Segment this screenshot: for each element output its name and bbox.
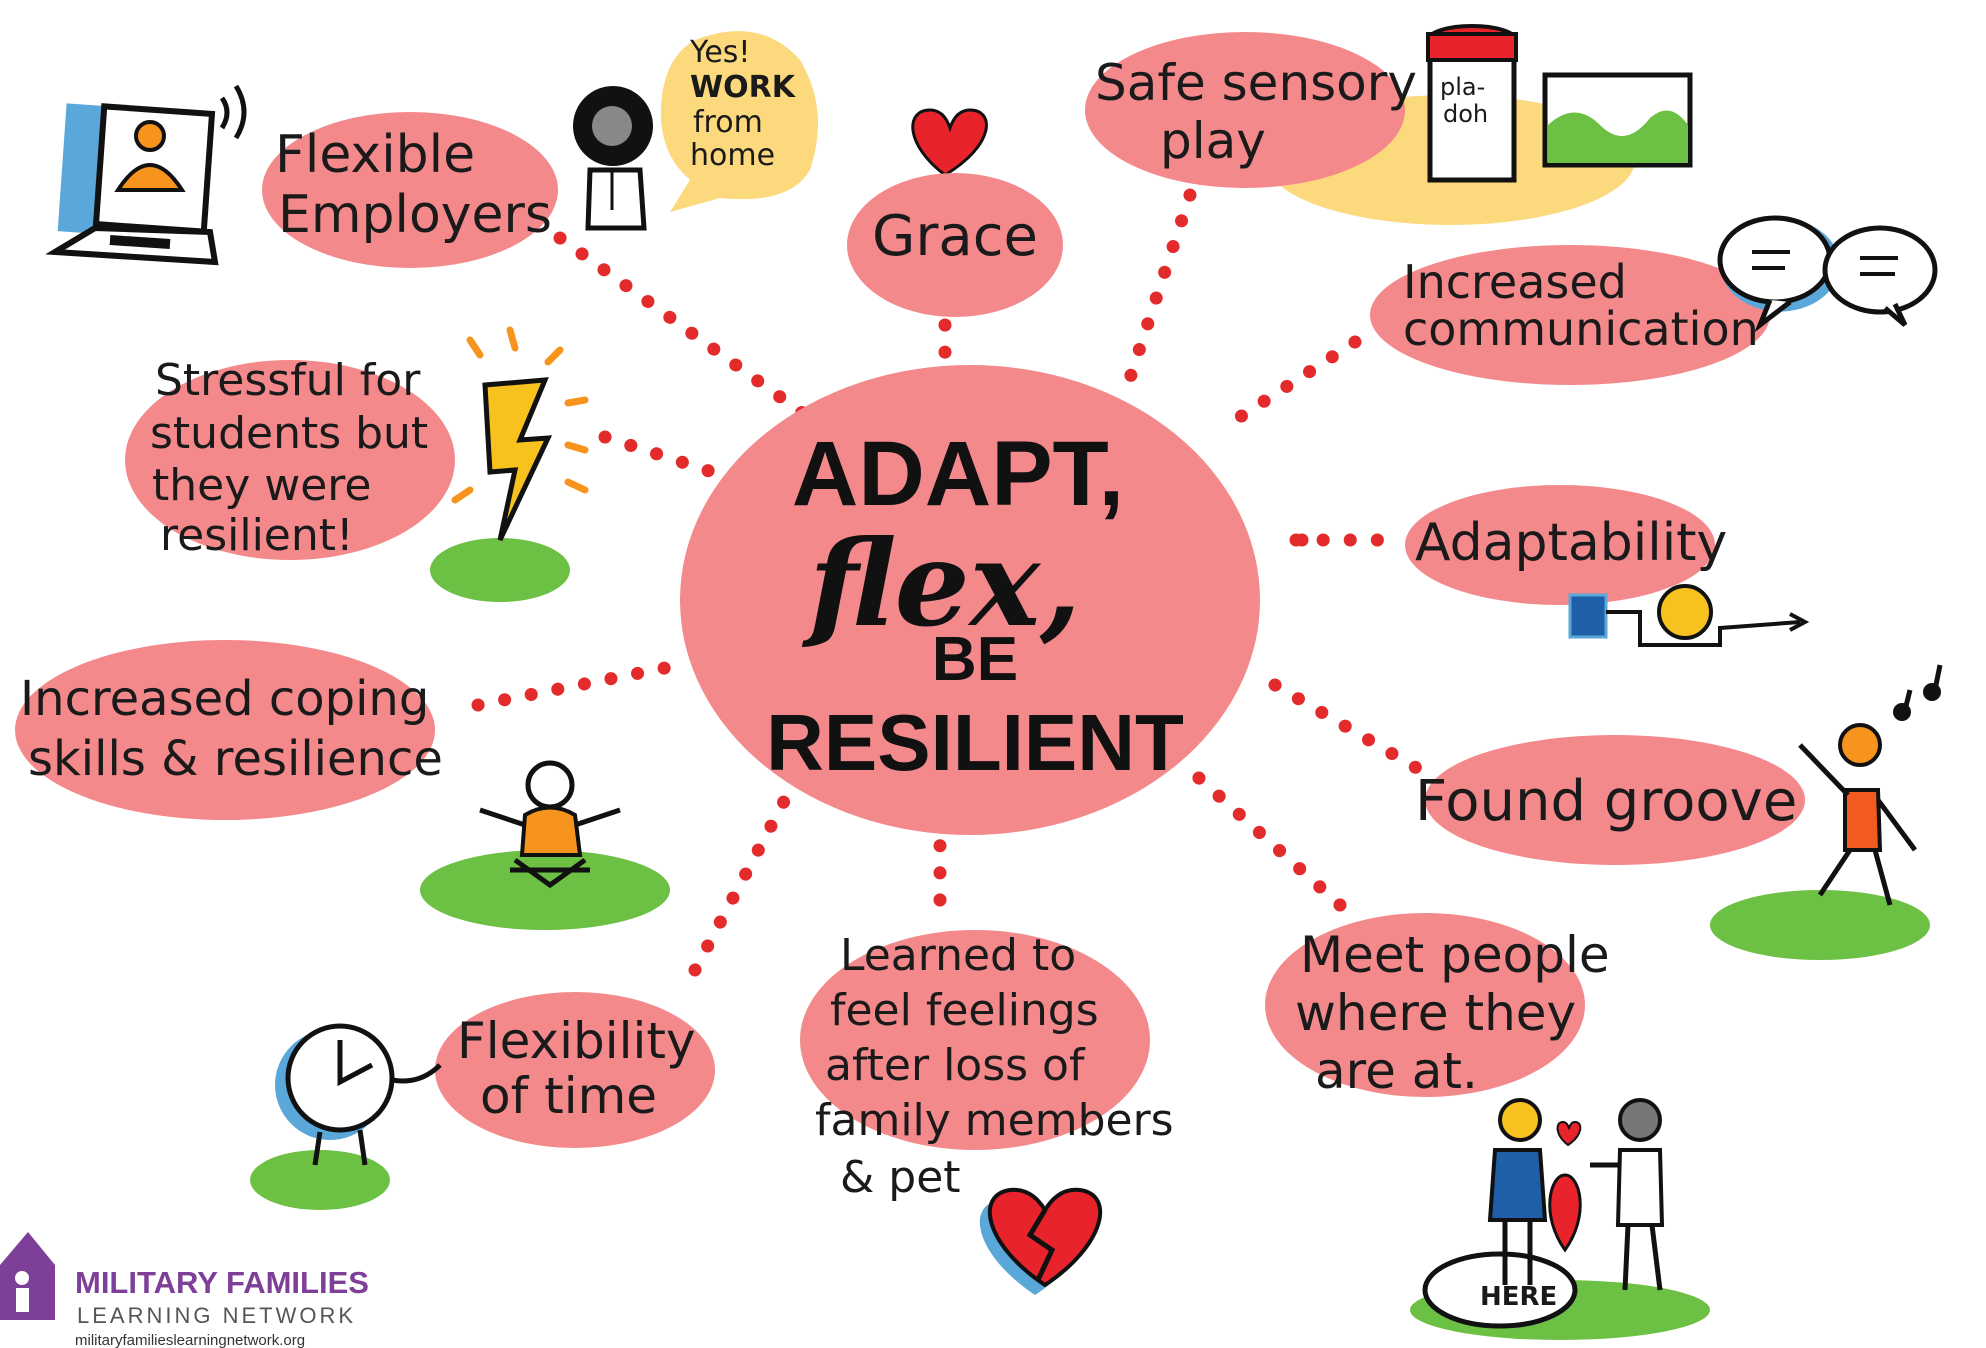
node-safe-sensory-play: Safe sensory play pla- doh — [1085, 24, 1693, 225]
central-topic: ADAPT, flex, BE RESILIENT — [680, 365, 1260, 835]
bubble-text-3: from — [693, 105, 763, 140]
label-meet-2: where they — [1295, 984, 1576, 1042]
label-communication-2: communication — [1403, 302, 1759, 356]
here-label: HERE — [1480, 1282, 1557, 1312]
label-meet-3: are at. — [1315, 1042, 1478, 1100]
worker-icon — [573, 86, 653, 231]
bubble-text-4: home — [690, 138, 775, 173]
label-flexible-employers-1: Flexible — [275, 125, 475, 185]
playdoh-label-1: pla- — [1440, 73, 1485, 101]
connector-groove — [1268, 678, 1427, 777]
label-stressful-3: they were — [152, 460, 371, 511]
node-found-groove: Found groove — [1415, 664, 1943, 960]
dancing-person-icon — [1710, 664, 1943, 960]
central-line-3: BE — [932, 625, 1018, 694]
label-learned-2: feel feelings — [830, 985, 1099, 1036]
speech-bubble-work-from-home: Yes! WORK from home — [660, 31, 818, 213]
label-learned-4: family members — [815, 1095, 1174, 1146]
broken-heart-icon — [979, 1187, 1103, 1295]
label-grace: Grace — [872, 204, 1038, 269]
logo-title: MILITARY FAMILIES — [75, 1265, 369, 1300]
slime-container-icon — [1542, 72, 1693, 168]
connector-flex-time — [688, 783, 797, 977]
bubble-flex-time — [435, 992, 715, 1148]
connector-sensory — [1123, 188, 1197, 385]
label-coping-2: skills & resilience — [28, 731, 443, 787]
connector-coping — [471, 658, 687, 712]
shape-transform-icon — [1568, 584, 1810, 647]
connector-meet — [1183, 763, 1347, 912]
label-learned-5: & pet — [840, 1152, 961, 1203]
laptop-icon — [45, 84, 247, 266]
small-heart-icon — [1556, 1120, 1582, 1147]
central-bubble — [680, 365, 1260, 835]
node-stressful: Stressful for students but they were res… — [125, 326, 589, 602]
label-adaptability: Adaptability — [1415, 513, 1727, 573]
house-people-icon — [0, 1232, 55, 1320]
node-grace: Grace — [847, 108, 1063, 317]
lightning-icon — [430, 326, 589, 602]
logo-url: militaryfamilieslearningnetwork.org — [75, 1332, 305, 1348]
label-groove: Found groove — [1415, 769, 1797, 834]
connector-flexible-employers — [553, 231, 812, 422]
label-communication-1: Increased — [1403, 255, 1627, 309]
node-flexible-employers: Flexible Employers Yes! WORK from home — [45, 31, 818, 268]
connector-stressful — [598, 430, 759, 492]
label-flexible-employers-2: Employers — [278, 185, 552, 245]
bubble-text-2: WORK — [690, 70, 797, 105]
meditating-person-icon — [420, 760, 670, 930]
bubble-meet — [1265, 913, 1585, 1097]
bubble-communication — [1370, 245, 1770, 385]
bubble-flexible-employers — [262, 112, 558, 268]
bubble-stressful — [125, 360, 455, 560]
node-coping: Increased coping skills & resilience — [15, 640, 670, 930]
bubble-learned — [800, 930, 1150, 1150]
playdoh-jar-icon: pla- doh — [1426, 24, 1518, 183]
playdoh-label-2: doh — [1443, 100, 1488, 128]
label-stressful-4: resilient! — [160, 510, 354, 561]
label-learned-1: Learned to — [840, 930, 1076, 981]
connector-dots — [471, 188, 1427, 977]
two-people-icon: HERE — [1410, 1098, 1710, 1340]
label-sensory-1: Safe sensory — [1095, 54, 1417, 112]
label-coping-1: Increased coping — [20, 671, 429, 727]
chat-bubbles-icon — [1717, 215, 1938, 333]
bubble-sensory — [1085, 32, 1405, 188]
node-meet-people: Meet people where they are at. HERE — [1265, 913, 1710, 1340]
node-flexibility-of-time: Flexibility of time — [250, 992, 715, 1210]
label-flex-time-2: of time — [480, 1067, 657, 1125]
bubble-text-1: Yes! — [689, 35, 750, 70]
node-increased-communication: Increased communication — [1370, 215, 1938, 385]
label-meet-1: Meet people — [1300, 926, 1610, 984]
central-line-4: RESILIENT — [766, 698, 1184, 787]
node-learned-feelings: Learned to feel feelings after loss of f… — [800, 930, 1174, 1295]
label-flex-time-1: Flexibility — [457, 1012, 696, 1070]
label-sensory-2: play — [1160, 112, 1266, 170]
heart-icon — [911, 108, 988, 177]
logo-subtitle: LEARNING NETWORK — [77, 1303, 356, 1328]
location-pin-icon — [1548, 1173, 1582, 1253]
clock-icon — [250, 1023, 442, 1210]
label-learned-3: after loss of — [825, 1040, 1086, 1091]
bubble-coping — [15, 640, 435, 820]
label-stressful-1: Stressful for — [155, 355, 421, 406]
bubble-adaptability — [1405, 485, 1715, 605]
bubble-grace — [847, 173, 1063, 317]
label-stressful-2: students but — [150, 408, 428, 459]
node-adaptability: Adaptability — [1405, 485, 1810, 647]
bubble-groove — [1425, 735, 1805, 865]
connector-communication — [1213, 335, 1362, 437]
central-line-1: ADAPT, — [792, 423, 1124, 525]
central-line-2: flex, — [802, 514, 1081, 653]
mfln-logo: MILITARY FAMILIES LEARNING NETWORK milit… — [0, 1232, 369, 1348]
